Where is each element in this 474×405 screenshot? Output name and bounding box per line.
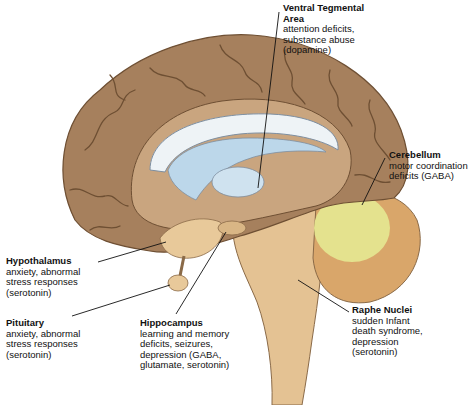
- region-effects: learning and memory deficits, seizures, …: [140, 329, 252, 371]
- region-effects: attention deficits, substance abuse (dop…: [283, 24, 383, 56]
- region-callout: Ventral Tegmental Areaattention deficits…: [283, 3, 383, 56]
- region-name: Cerebellum: [389, 150, 469, 161]
- cerebellum: [313, 191, 420, 303]
- region-name: Pituitary: [6, 318, 96, 329]
- region-callout: Hypothalamusanxiety, abnormal stress res…: [6, 256, 96, 298]
- region-callout: Pituitaryanxiety, abnormal stress respon…: [6, 318, 96, 360]
- region-effects: sudden Infant death syndrome, depression…: [352, 316, 432, 358]
- region-effects: anxiety, abnormal stress responses (sero…: [6, 329, 96, 361]
- pituitary-stalk: [180, 256, 184, 276]
- ventricle: [168, 138, 326, 200]
- region-name: Ventral Tegmental Area: [283, 3, 383, 24]
- thalamus: [212, 167, 264, 197]
- region-callout: Hippocampuslearning and memory deficits,…: [140, 318, 252, 371]
- medial-surface: [131, 99, 351, 229]
- cerebral-cortex: [63, 35, 408, 252]
- gyri: [70, 45, 390, 230]
- region-callout: Raphe Nucleisudden Infant death syndrome…: [352, 305, 432, 358]
- leader-lines: [72, 12, 385, 316]
- hippocampus: [218, 221, 246, 235]
- region-callout: Cerebellummotor coordination deficits (G…: [389, 150, 469, 182]
- region-name: Hypothalamus: [6, 256, 96, 267]
- region-effects: anxiety, abnormal stress responses (sero…: [6, 267, 96, 299]
- pituitary: [168, 275, 188, 291]
- region-name: Hippocampus: [140, 318, 252, 329]
- region-name: Raphe Nuclei: [352, 305, 432, 316]
- region-effects: motor coordination deficits (GABA): [389, 161, 469, 182]
